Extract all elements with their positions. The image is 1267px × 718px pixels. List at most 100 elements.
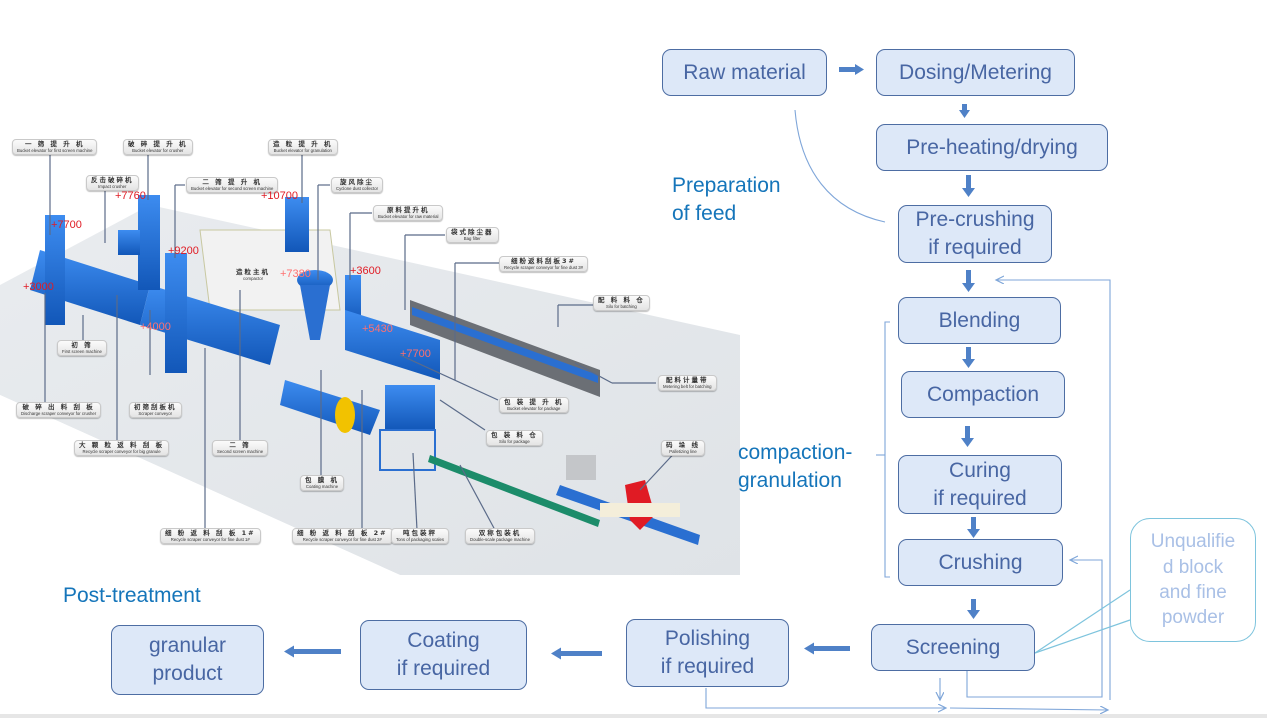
step-label: Curing if required — [933, 457, 1026, 512]
feedback-to-blending — [996, 280, 1111, 700]
label-zh: 配 料 料 仓 — [598, 296, 645, 304]
arrow-coating-to-product — [284, 645, 341, 658]
thin-connectors — [705, 109, 1111, 710]
label-en: Bucket elevator for first screen machine — [17, 147, 93, 153]
elevation-marker: +7700 — [400, 348, 431, 360]
callout-line: d block — [1162, 556, 1224, 578]
label-en: Recycle scraper conveyor for big granule — [82, 448, 161, 454]
elevation-marker: +9200 — [168, 245, 199, 257]
compaction-bracket — [884, 321, 890, 578]
elevation-marker: +7760 — [115, 190, 146, 202]
step-curing: Curing if required — [898, 455, 1062, 514]
label-en: Impact crusher — [98, 183, 127, 189]
label-zh: 码 垛 线 — [666, 441, 701, 449]
step-label-line: if required — [928, 236, 1022, 259]
step-label: Pre-crushing if required — [915, 206, 1034, 261]
label-zh: 二 筛 — [229, 441, 251, 449]
coating-drum — [280, 380, 380, 435]
elevator-crusher — [138, 195, 160, 290]
step-label-line: Curing — [949, 458, 1011, 482]
step-label: Screening — [905, 635, 1001, 659]
step-crushing: Crushing — [898, 539, 1063, 586]
label-en: Bucket elevator for granulation — [273, 147, 332, 153]
section-label-line: of feed — [672, 201, 737, 225]
label-zh: 细 粉 返 料 刮 板 1# — [165, 529, 256, 537]
label-zh: 双称包装机 — [478, 529, 522, 537]
label-zh: 包 膜 机 — [305, 476, 340, 484]
bottom-edge-bar — [0, 714, 1267, 718]
label-en: Bucket elevator for second screen machin… — [191, 185, 274, 191]
label-zh: 破 碎 提 升 机 — [128, 140, 188, 148]
label-en: Silo for batching — [605, 303, 637, 309]
callout-text: Unqualifie d block and fine powder — [1151, 529, 1236, 630]
impact-crusher — [118, 230, 140, 255]
callout-line: and fine — [1159, 582, 1227, 603]
step-dosing-metering: Dosing/Metering — [876, 49, 1075, 96]
label-en: Discharge scraper conveyor for crusher — [21, 410, 97, 416]
label-en: Recycle scraper conveyor for fine dust 3… — [504, 264, 584, 270]
flow-arrows — [284, 64, 980, 660]
step-label-line: if required — [933, 486, 1027, 510]
label-zh: 包 装 提 升 机 — [504, 398, 564, 406]
label-en: Recycle scraper conveyor for fine dust 1… — [170, 536, 250, 542]
step-label-line: granular — [148, 634, 227, 658]
label-zh: 造 粒 提 升 机 — [273, 140, 333, 148]
label-en: Bucket elevator for crusher — [132, 147, 184, 153]
label-en: Coating machine — [305, 483, 339, 489]
arrow-screen-to-polish — [804, 642, 850, 655]
section-post-treatment: Post-treatment — [63, 582, 201, 610]
bottom-return-to-right — [949, 708, 1108, 710]
section-label-line: Preparation — [672, 174, 781, 197]
label-zh: 原料提升机 — [386, 206, 430, 214]
label-zh: 破 碎 出 料 刮 板 — [22, 403, 95, 411]
label-zh: 袋式除尘器 — [451, 228, 494, 236]
label-en: Bucket elevator for raw material — [378, 213, 439, 219]
section-preparation-of-feed: Preparation of feed — [672, 172, 781, 227]
label-zh: 造粒主机 — [236, 268, 270, 276]
step-label: Crushing — [938, 550, 1023, 574]
step-screening: Screening — [871, 624, 1035, 671]
elevation-marker: +3600 — [350, 265, 381, 277]
label-en: Silo for package — [498, 438, 530, 444]
label-en: Double-scale package machine — [470, 536, 530, 542]
label-zh: 细粉返料刮板3# — [511, 257, 577, 265]
palletizing-hopper — [566, 455, 596, 480]
label-zh: 初 筛 — [71, 341, 93, 349]
label-zh: 配料计量带 — [666, 376, 709, 384]
step-label-line: Pre-crushing — [915, 208, 1035, 232]
label-zh: 旋风除尘 — [340, 178, 375, 186]
label-en: Cyclone dust collector — [336, 185, 379, 191]
elevation-marker: +10700 — [261, 190, 299, 202]
batching-conveyor — [412, 307, 598, 383]
label-en: Metering belt for batching — [663, 383, 712, 389]
label-zh: 反击破碎机 — [91, 176, 134, 184]
section-label-line: granulation — [738, 468, 842, 492]
section-label-line: Post-treatment — [63, 584, 201, 607]
label-en: Second screen machine — [217, 448, 264, 454]
step-label: Compaction — [926, 382, 1040, 406]
step-label: Blending — [938, 308, 1021, 332]
polishing-return — [705, 688, 946, 708]
step-label-line: Coating — [407, 629, 480, 653]
